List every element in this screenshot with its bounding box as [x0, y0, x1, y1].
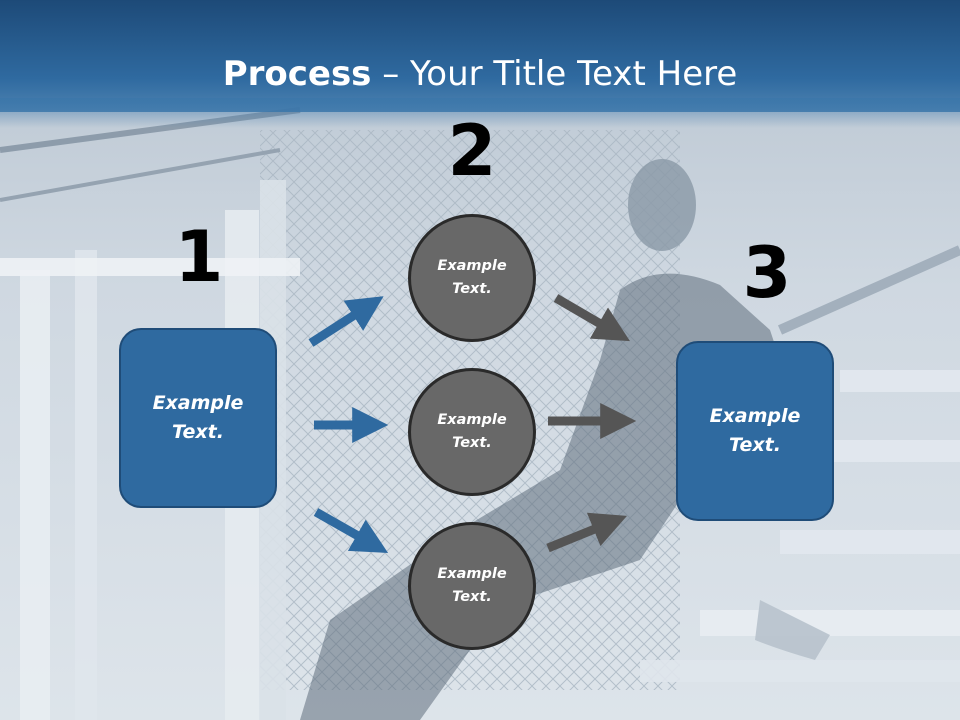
circle-middle-line2: Text.	[452, 435, 492, 451]
start-box-line1: Example	[152, 392, 244, 414]
title-bar	[0, 0, 960, 112]
circle-bottom-line1: Example	[437, 566, 507, 582]
title-rest: – Your Title Text Here	[371, 54, 738, 94]
title-bar-fade	[0, 98, 960, 128]
start-box-line2: Text.	[172, 421, 224, 443]
title-bold: Process	[222, 54, 372, 94]
circle-top-line2: Text.	[452, 281, 492, 297]
slide-title: Process – Your Title Text Here	[0, 52, 960, 96]
step-number-3: 3	[742, 232, 792, 314]
circle-bottom-line2: Text.	[452, 589, 492, 605]
step-number-1: 1	[174, 216, 224, 298]
circle-middle-line1: Example	[437, 412, 507, 428]
end-box-line1: Example	[709, 405, 801, 427]
step-number-2: 2	[447, 110, 497, 192]
end-box-line2: Text.	[729, 434, 781, 456]
circle-top-line1: Example	[437, 258, 507, 274]
